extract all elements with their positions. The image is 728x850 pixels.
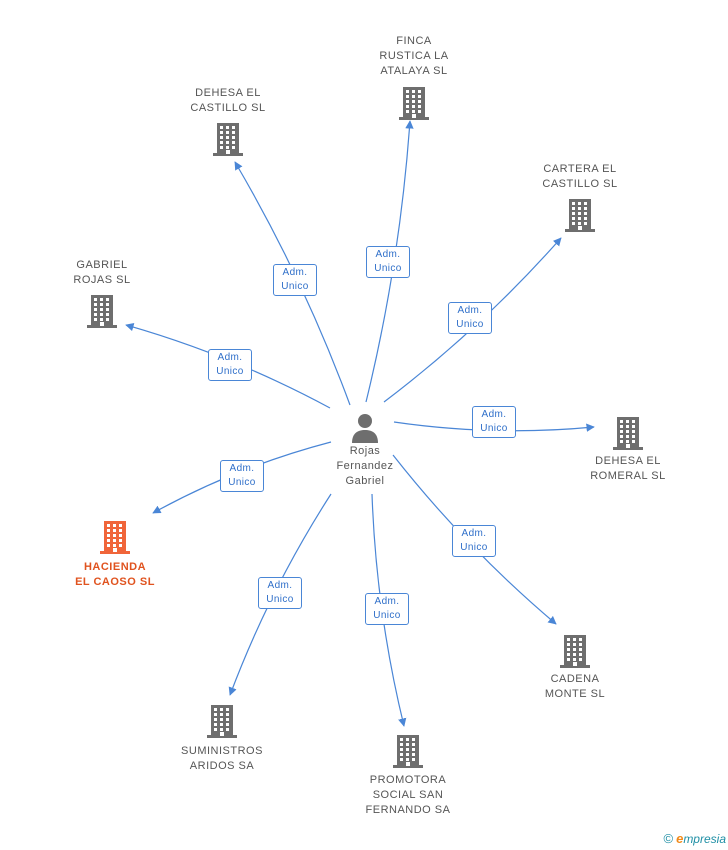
building-icon xyxy=(560,635,590,668)
relation-type: Unico xyxy=(281,281,309,292)
company-label: DEHESA EL ROMERAL SL xyxy=(590,455,666,482)
company-label: FINCA RUSTICA LA ATALAYA SL xyxy=(379,35,449,77)
company-node-dehesa-el-castillo-sl[interactable]: DEHESA EL CASTILLO SL xyxy=(168,86,288,156)
building-icon xyxy=(207,705,237,738)
relation-type: Unico xyxy=(228,477,256,488)
relation-type: Unico xyxy=(456,319,484,330)
relation-type: Unico xyxy=(373,610,401,621)
building-icon xyxy=(565,199,595,232)
company-label: PROMOTORA SOCIAL SAN FERNANDO SA xyxy=(365,774,451,816)
relation-role: Adm. xyxy=(267,580,293,591)
brand-logo-e: e xyxy=(676,831,684,846)
building-icon xyxy=(399,87,429,120)
company-label: GABRIEL ROJAS SL xyxy=(73,259,131,286)
building-icon xyxy=(213,123,243,156)
relation-type: Unico xyxy=(480,423,508,434)
relation-label-dehesa-el-castillo-sl[interactable]: Adm. Unico xyxy=(273,264,317,296)
relation-label-suministros-aridos-sa[interactable]: Adm. Unico xyxy=(258,577,302,609)
person-icon xyxy=(352,414,378,443)
company-label: CADENA MONTE SL xyxy=(544,673,606,700)
company-label: SUMINISTROS ARIDOS SA xyxy=(181,745,263,772)
relation-label-hacienda-el-caoso-sl[interactable]: Adm. Unico xyxy=(220,460,264,492)
building-icon xyxy=(393,735,423,768)
company-node-dehesa-el-romeral-sl[interactable]: DEHESA EL ROMERAL SL xyxy=(568,416,688,484)
relation-type: Unico xyxy=(266,594,294,605)
copyright-symbol: © xyxy=(663,831,674,846)
brand-name: mpresia xyxy=(683,832,726,846)
person-node[interactable]: Rojas Fernandez Gabriel xyxy=(322,412,408,489)
relation-role: Adm. xyxy=(461,528,487,539)
relation-role: Adm. xyxy=(374,596,400,607)
relation-role: Adm. xyxy=(217,352,243,363)
relation-label-finca-rustica-la-atalaya-sl[interactable]: Adm. Unico xyxy=(366,246,410,278)
building-icon xyxy=(613,417,643,450)
relation-label-gabriel-rojas-sl[interactable]: Adm. Unico xyxy=(208,349,252,381)
footer-brand: ©empresia xyxy=(663,831,726,846)
relation-type: Unico xyxy=(460,542,488,553)
building-icon xyxy=(100,521,130,554)
relation-label-dehesa-el-romeral-sl[interactable]: Adm. Unico xyxy=(472,406,516,438)
company-node-promotora-social-san-fernando-sa[interactable]: PROMOTORA SOCIAL SAN FERNANDO SA xyxy=(348,734,468,818)
building-icon xyxy=(87,295,117,328)
company-node-suministros-aridos-sa[interactable]: SUMINISTROS ARIDOS SA xyxy=(162,704,282,774)
relation-label-cadena-monte-sl[interactable]: Adm. Unico xyxy=(452,525,496,557)
company-node-gabriel-rojas-sl[interactable]: GABRIEL ROJAS SL xyxy=(42,258,162,328)
company-node-finca-rustica-la-atalaya-sl[interactable]: FINCA RUSTICA LA ATALAYA SL xyxy=(354,34,474,120)
relation-label-promotora-social-san-fernando-sa[interactable]: Adm. Unico xyxy=(365,593,409,625)
company-label: DEHESA EL CASTILLO SL xyxy=(190,87,266,114)
relation-type: Unico xyxy=(216,366,244,377)
relation-role: Adm. xyxy=(229,463,255,474)
relation-label-cartera-el-castillo-sl[interactable]: Adm. Unico xyxy=(448,302,492,334)
person-name: Rojas Fernandez Gabriel xyxy=(336,445,394,487)
relation-role: Adm. xyxy=(481,409,507,420)
company-label: HACIENDA EL CAOSO SL xyxy=(75,561,155,588)
relation-role: Adm. xyxy=(282,267,308,278)
company-label: CARTERA EL CASTILLO SL xyxy=(542,163,618,190)
relation-role: Adm. xyxy=(375,249,401,260)
company-node-hacienda-el-caoso-sl[interactable]: HACIENDA EL CAOSO SL xyxy=(55,520,175,590)
company-node-cadena-monte-sl[interactable]: CADENA MONTE SL xyxy=(515,634,635,702)
relation-role: Adm. xyxy=(457,305,483,316)
company-node-cartera-el-castillo-sl[interactable]: CARTERA EL CASTILLO SL xyxy=(520,162,640,232)
relation-type: Unico xyxy=(374,263,402,274)
